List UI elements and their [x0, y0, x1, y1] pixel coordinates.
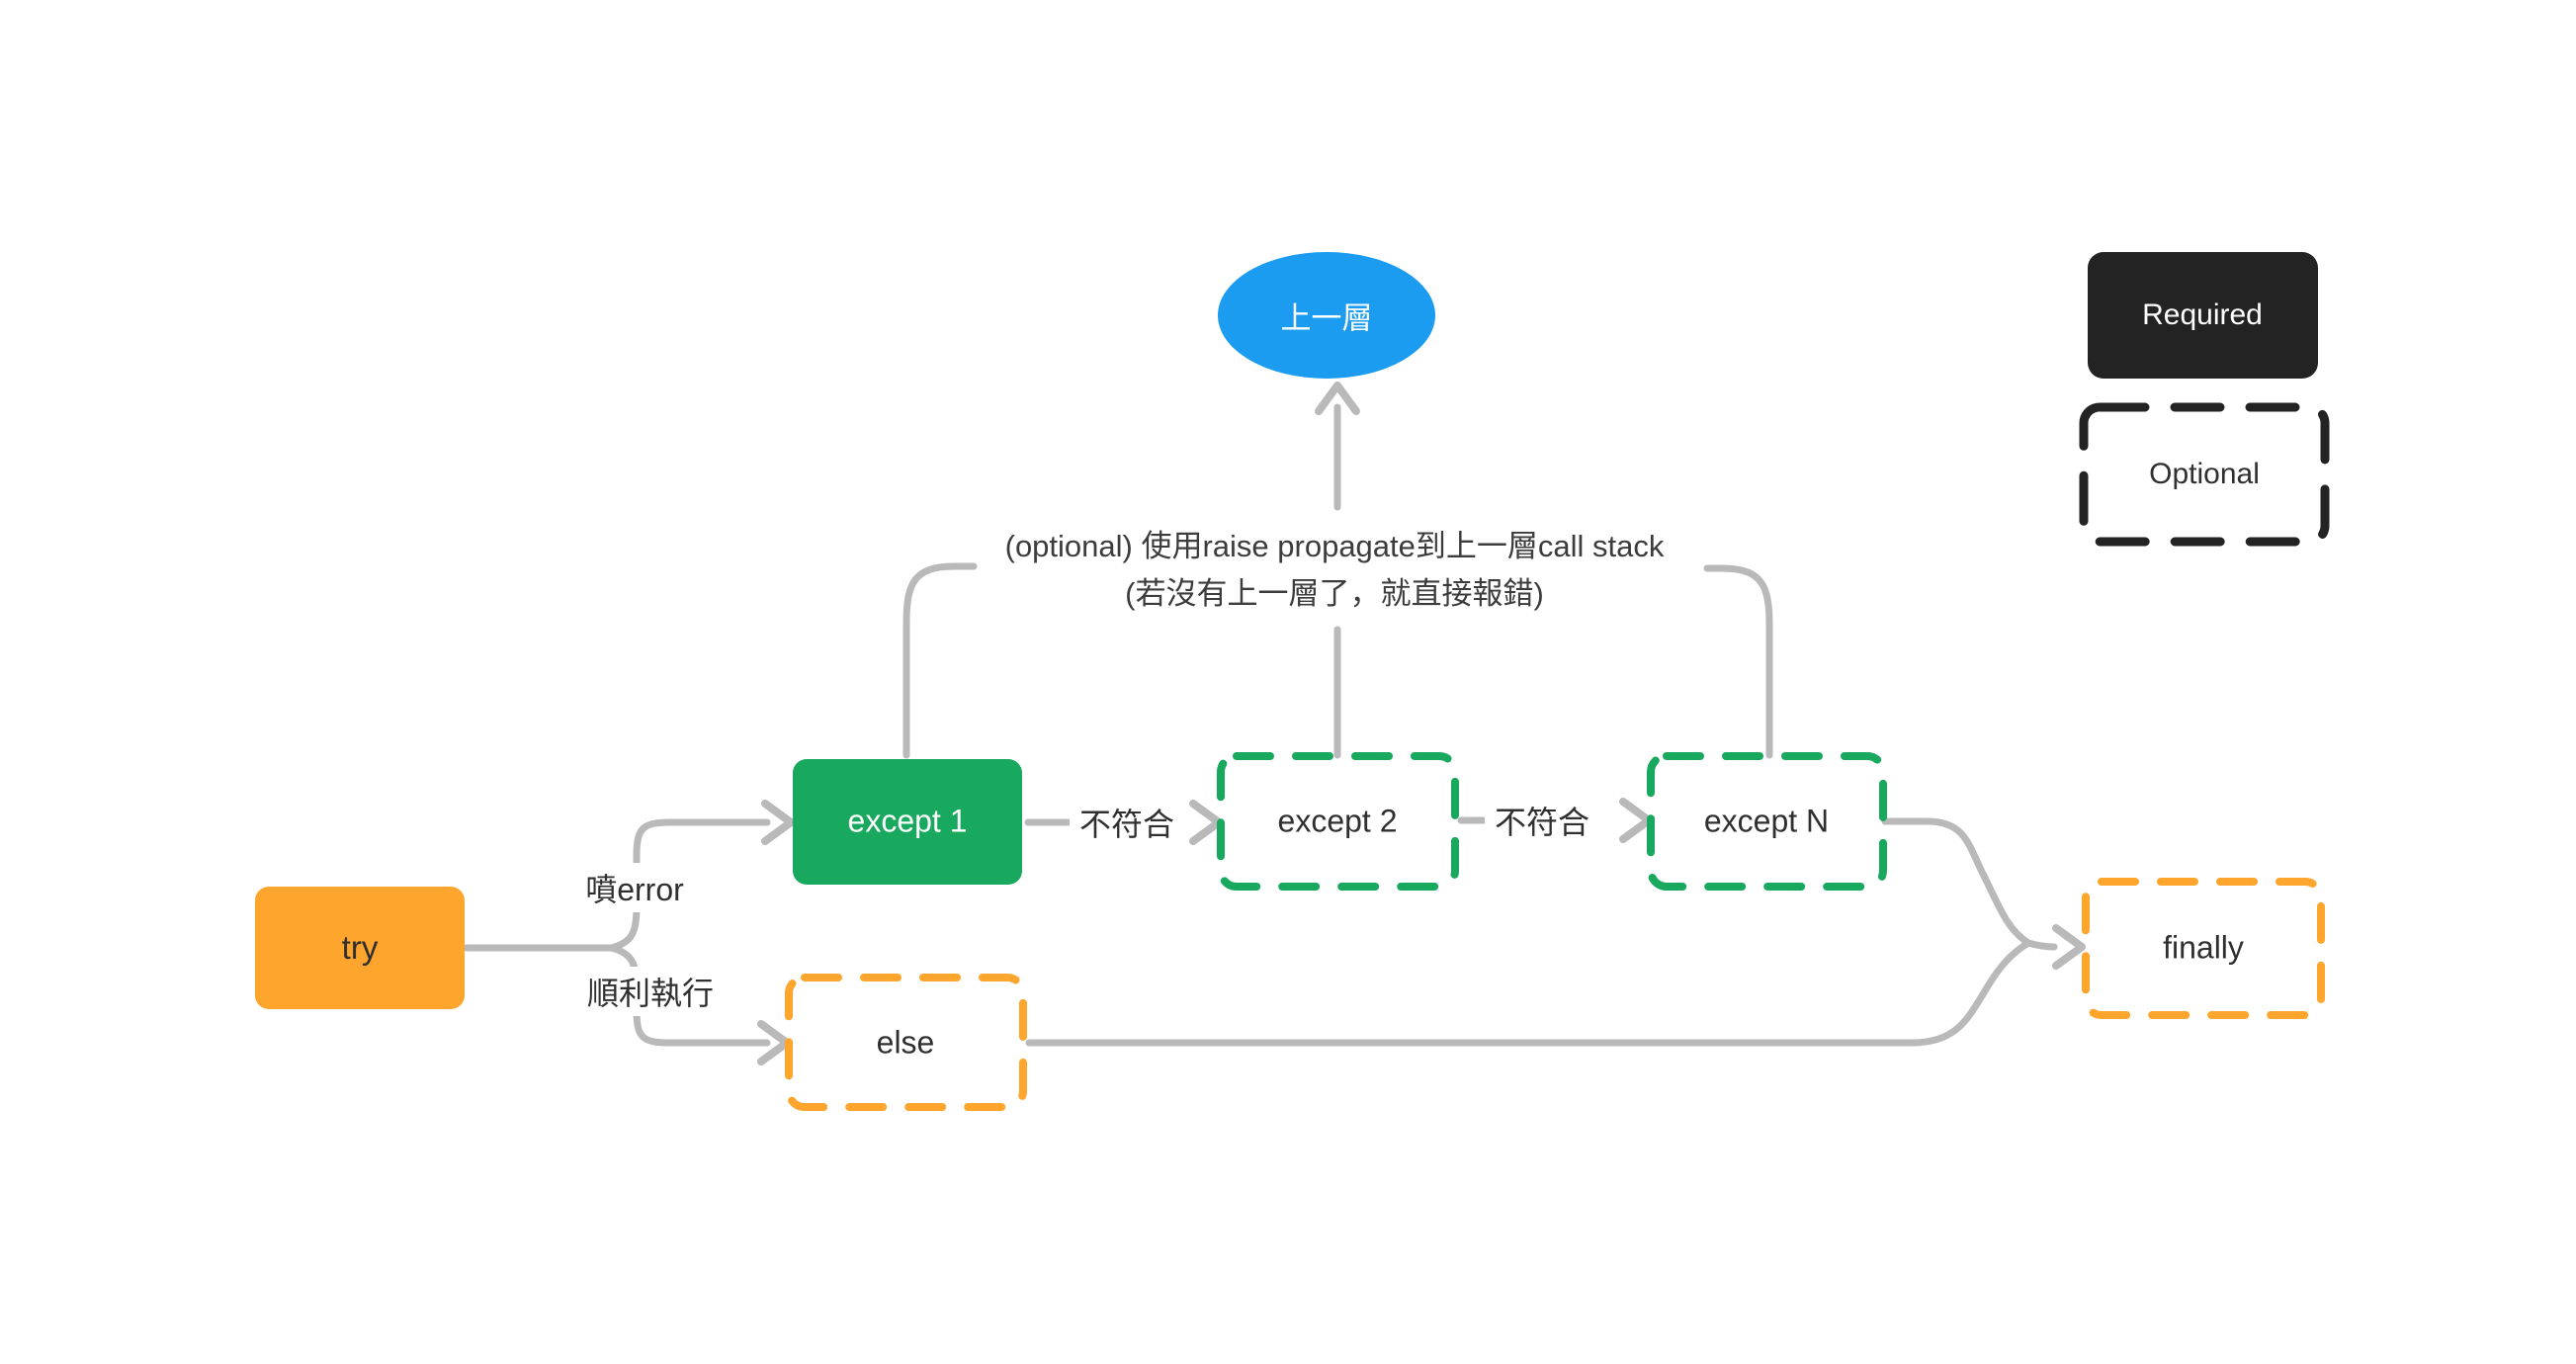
annotation-line-2: (若沒有上一層了，就直接報錯): [1125, 576, 1544, 611]
node-parent-layer-label: 上一層: [1280, 300, 1373, 336]
raise-propagate-annotation: (optional) 使用raise propagate到上一層call sta…: [1005, 523, 1665, 618]
node-try-shape: [255, 887, 465, 1009]
legend-optional-label: Optional: [2149, 458, 2260, 490]
edge-label-spray-error: 噴error: [575, 863, 694, 912]
arrowhead-parent-layer: [1315, 382, 1360, 415]
legend-required-shape: [2088, 252, 2318, 379]
node-else-label: else: [876, 1024, 935, 1061]
edge-except1-annotation: [902, 562, 978, 759]
node-exceptn-shape: [1647, 752, 1887, 891]
arrowhead-finally: [2052, 924, 2086, 970]
node-except1-label: except 1: [847, 803, 968, 839]
node-try-label: try: [341, 929, 379, 966]
edge-label-no-match-2: 不符合: [1484, 796, 1600, 845]
legend-optional-shape: [2079, 402, 2330, 547]
annotation-line-1: (optional) 使用raise propagate到上一層call sta…: [1004, 529, 1665, 563]
edge-label-no-match-1: 不符合: [1069, 798, 1185, 847]
node-exceptn-label: except N: [1703, 803, 1830, 839]
edge-label-success-run: 順利執行: [576, 967, 725, 1016]
node-finally-label: finally: [2163, 929, 2244, 966]
arrowhead-except1: [761, 800, 795, 845]
legend-required-label: Required: [2142, 298, 2263, 331]
arrowhead-exceptn: [1619, 798, 1653, 843]
node-except1-shape: [793, 759, 1022, 885]
edge-else-finally: [1025, 939, 2032, 1047]
edge-exceptn-annotation: [1703, 564, 1773, 759]
edge-merge-finally: [2024, 939, 2058, 951]
node-else-shape: [785, 974, 1027, 1111]
node-except2-label: except 2: [1277, 803, 1398, 839]
node-parent-layer-shape: [1218, 252, 1435, 379]
arrowhead-except2: [1189, 800, 1223, 845]
edge-exceptn-finally: [1881, 817, 2032, 947]
node-except2-shape: [1217, 752, 1459, 891]
edge-try-except1: [607, 818, 771, 952]
